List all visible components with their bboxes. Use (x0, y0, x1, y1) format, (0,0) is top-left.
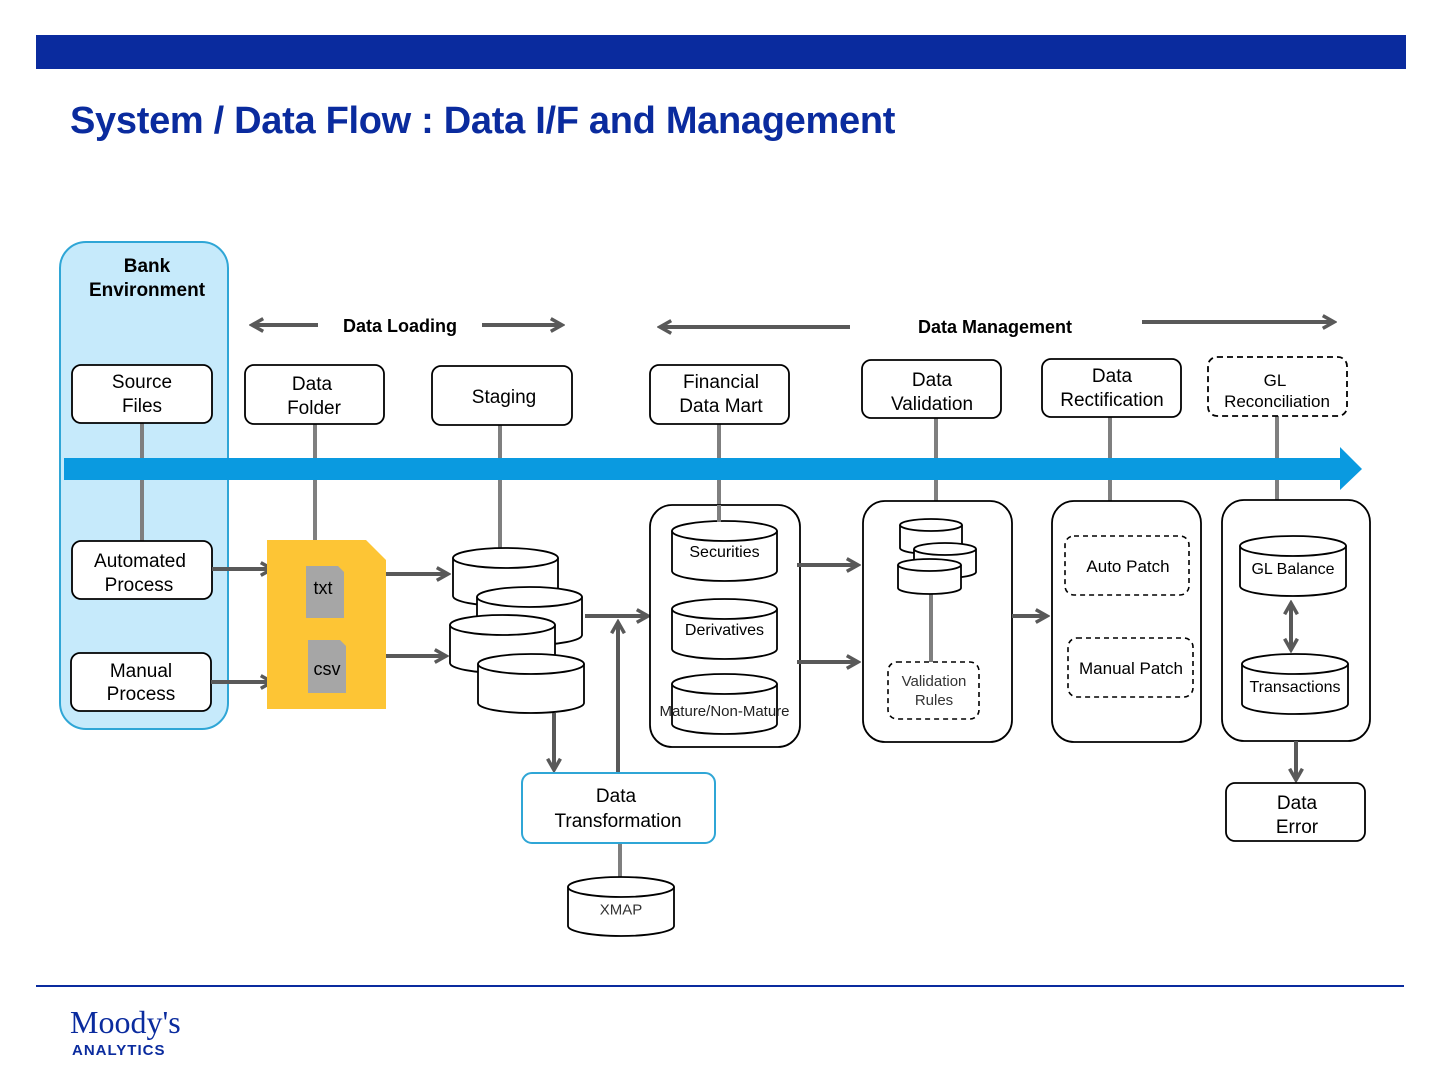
transactions-db: Transactions (1241, 653, 1349, 715)
svg-text:Rectification: Rectification (1060, 390, 1164, 411)
moodys-logo: Moody's (70, 1004, 181, 1040)
svg-text:txt: txt (313, 578, 332, 598)
svg-text:Auto Patch: Auto Patch (1086, 557, 1169, 576)
csv-file-icon: csv (308, 640, 346, 693)
header-bar (36, 35, 1406, 69)
xmap-db: XMAP (567, 876, 675, 937)
svg-text:Process: Process (105, 575, 174, 596)
data-transformation-box: Data Transformation (521, 772, 716, 844)
svg-text:Data: Data (1277, 793, 1318, 814)
staging-db-4 (477, 653, 585, 714)
main-flow-arrow (64, 447, 1362, 490)
stage-financial-data-mart: Financial Data Mart (649, 364, 790, 425)
svg-text:Reconciliation: Reconciliation (1224, 392, 1330, 411)
gl-balance-db-label: GL Balance (1251, 561, 1334, 578)
svg-text:Files: Files (122, 396, 162, 417)
manual-process-box: Manual Process (70, 652, 212, 712)
xmap-db-label: XMAP (600, 902, 643, 919)
bank-env-label-2: Environment (89, 280, 206, 301)
data-folder-icon (267, 540, 386, 709)
svg-text:Source: Source (112, 372, 172, 393)
data-management-label: Data Management (918, 317, 1072, 337)
svg-text:Folder: Folder (287, 398, 342, 419)
stage-data-folder: Data Folder (244, 364, 385, 425)
txt-file-icon: txt (306, 566, 344, 618)
stage-staging: Staging (431, 365, 573, 426)
svg-text:Validation: Validation (902, 673, 967, 690)
manual-patch-box: Manual Patch (1067, 637, 1194, 698)
securities-db-label: Securities (689, 544, 759, 561)
svg-text:Process: Process (107, 684, 176, 705)
stage-gl-reconciliation: GL Reconciliation (1207, 356, 1348, 417)
bank-env-label-1: Bank (124, 256, 171, 277)
stage-data-validation: Data Validation (861, 359, 1002, 419)
mature-non-mature-db: Mature/Non-Mature (659, 673, 790, 735)
svg-text:Error: Error (1276, 817, 1319, 838)
svg-text:Staging: Staging (472, 387, 536, 408)
derivatives-db: Derivatives (671, 598, 778, 660)
svg-text:Rules: Rules (915, 692, 953, 709)
svg-text:Automated: Automated (94, 551, 186, 572)
gl-balance-db: GL Balance (1239, 535, 1347, 597)
svg-text:Data: Data (596, 786, 637, 807)
svg-text:Data: Data (292, 374, 333, 395)
validation-rules-box: Validation Rules (887, 661, 980, 720)
automated-process-box: Automated Process (71, 540, 213, 600)
validation-db-3 (897, 558, 962, 595)
data-error-box: Data Error (1225, 782, 1366, 842)
svg-text:Data: Data (1092, 366, 1133, 387)
svg-text:Manual: Manual (110, 661, 172, 682)
mature-non-mature-db-label: Mature/Non-Mature (659, 703, 789, 720)
footer-divider (36, 985, 1404, 987)
derivatives-db-label: Derivatives (685, 622, 764, 639)
validation-databases (897, 518, 977, 595)
svg-text:csv: csv (314, 659, 341, 679)
transactions-db-label: Transactions (1250, 679, 1341, 696)
stage-source-files: Source Files (71, 364, 213, 424)
analytics-logo-text: ANALYTICS (72, 1042, 166, 1059)
svg-text:Data: Data (912, 370, 953, 391)
svg-text:GL: GL (1264, 371, 1287, 390)
svg-text:Manual Patch: Manual Patch (1079, 659, 1183, 678)
stage-data-rectification: Data Rectification (1041, 358, 1182, 418)
svg-text:Validation: Validation (891, 394, 973, 415)
auto-patch-box: Auto Patch (1064, 535, 1190, 596)
page-title: System / Data Flow : Data I/F and Manage… (70, 100, 896, 142)
svg-text:Financial: Financial (683, 372, 759, 393)
staging-databases (449, 547, 585, 714)
securities-db: Securities (671, 520, 778, 582)
svg-text:Transformation: Transformation (554, 811, 681, 832)
data-loading-label: Data Loading (343, 316, 457, 336)
xmap-database: XMAP (567, 876, 675, 937)
svg-text:Data Mart: Data Mart (679, 396, 763, 417)
